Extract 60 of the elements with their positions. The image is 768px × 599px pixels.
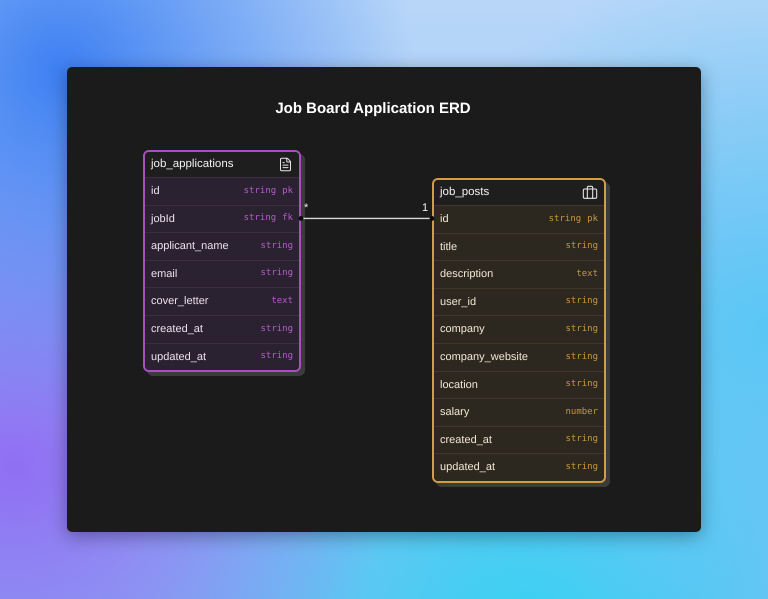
field-type: string xyxy=(565,322,598,336)
field-name: created_at xyxy=(440,432,492,448)
field-type: string xyxy=(565,350,598,364)
field-name: applicant_name xyxy=(151,239,229,254)
field-name: updated_at xyxy=(440,460,496,476)
table-row xyxy=(434,426,604,454)
table-row xyxy=(434,205,604,233)
field-type: number xyxy=(565,406,598,419)
field-name: email xyxy=(151,266,178,282)
table-row xyxy=(145,342,299,370)
field-name: description xyxy=(440,267,494,282)
field-name: salary xyxy=(440,405,470,420)
table-row xyxy=(434,453,604,481)
field-type: string xyxy=(260,267,293,280)
table-row xyxy=(145,204,299,232)
table-row xyxy=(434,232,604,260)
key-label: pk xyxy=(282,184,293,198)
cardinality-label: 1 xyxy=(422,202,428,215)
table-row xyxy=(434,288,604,316)
field-type: string xyxy=(244,184,276,198)
field-name: title xyxy=(440,240,458,255)
table-row xyxy=(434,315,604,343)
table-row xyxy=(434,260,604,288)
field-type: string xyxy=(260,350,293,364)
key-label: pk xyxy=(587,212,598,226)
field-type: string xyxy=(548,212,582,226)
field-name: jobId xyxy=(151,212,175,227)
field-name: cover_letter xyxy=(151,294,208,310)
field-type: string xyxy=(565,295,598,308)
cardinality-label: * xyxy=(304,202,308,215)
field-type: string xyxy=(565,460,598,474)
table-row xyxy=(434,398,604,426)
field-type: string xyxy=(565,240,598,254)
field-name: created_at xyxy=(151,322,203,338)
field-name: updated_at xyxy=(151,350,206,365)
field-type: text xyxy=(576,268,598,281)
table-row xyxy=(434,370,604,398)
table-name: job_posts xyxy=(440,184,490,200)
field-name: id xyxy=(440,212,449,228)
field-type: string xyxy=(565,378,598,392)
field-type: string xyxy=(565,433,598,446)
field-name: location xyxy=(440,378,478,393)
table-name: job_applications xyxy=(151,156,234,172)
table-row xyxy=(145,232,299,260)
table-row xyxy=(145,177,299,205)
field-type: string xyxy=(244,212,276,226)
field-name: company_website xyxy=(440,350,528,366)
diagram-title: Job Board Application ERD xyxy=(274,100,472,118)
table-row xyxy=(145,287,299,315)
field-name: company xyxy=(440,322,485,338)
key-label: fk xyxy=(282,212,293,226)
relationship-line xyxy=(298,216,434,221)
field-type: string xyxy=(260,322,293,336)
field-type: text xyxy=(271,294,293,308)
field-name: user_id xyxy=(440,294,476,310)
field-name: id xyxy=(151,184,160,200)
table-row xyxy=(434,342,604,371)
table-row xyxy=(145,314,299,343)
field-type: string xyxy=(260,240,293,253)
table-row xyxy=(145,260,299,288)
